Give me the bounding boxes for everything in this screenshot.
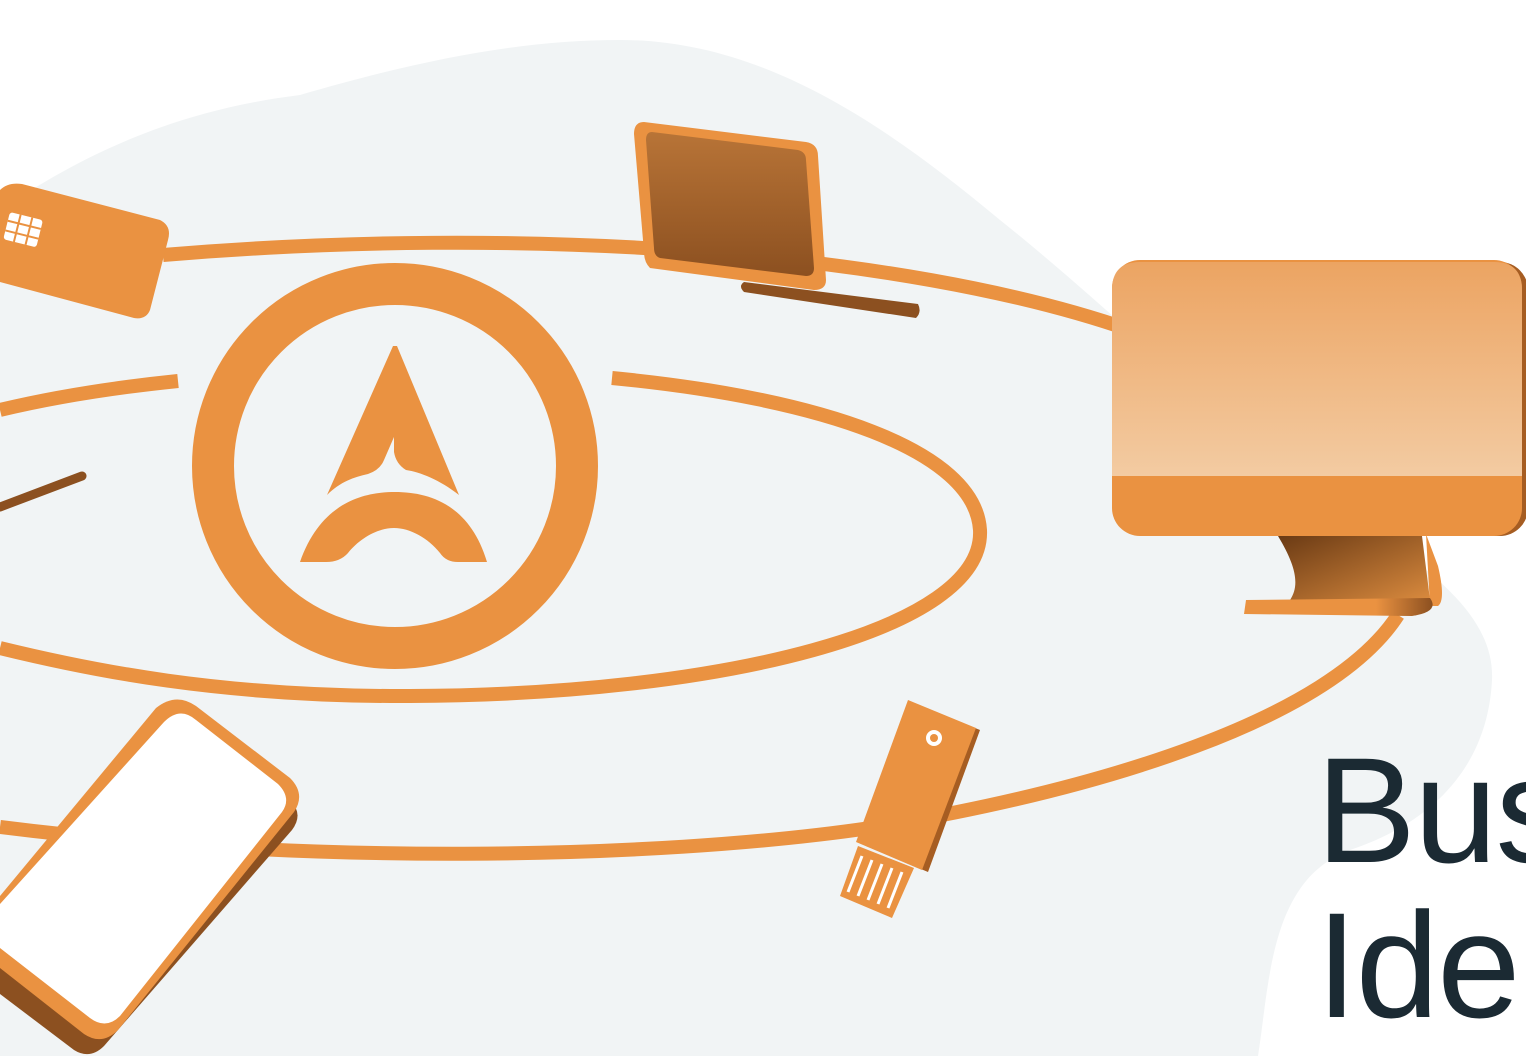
monitor-base [1244, 598, 1433, 616]
monitor-neck [1278, 536, 1430, 600]
laptop-screen [646, 132, 814, 276]
headline-line-2: Iden [1316, 890, 1526, 1040]
headline-line-1: Bus [1316, 735, 1526, 885]
monitor-screen [1112, 262, 1522, 476]
